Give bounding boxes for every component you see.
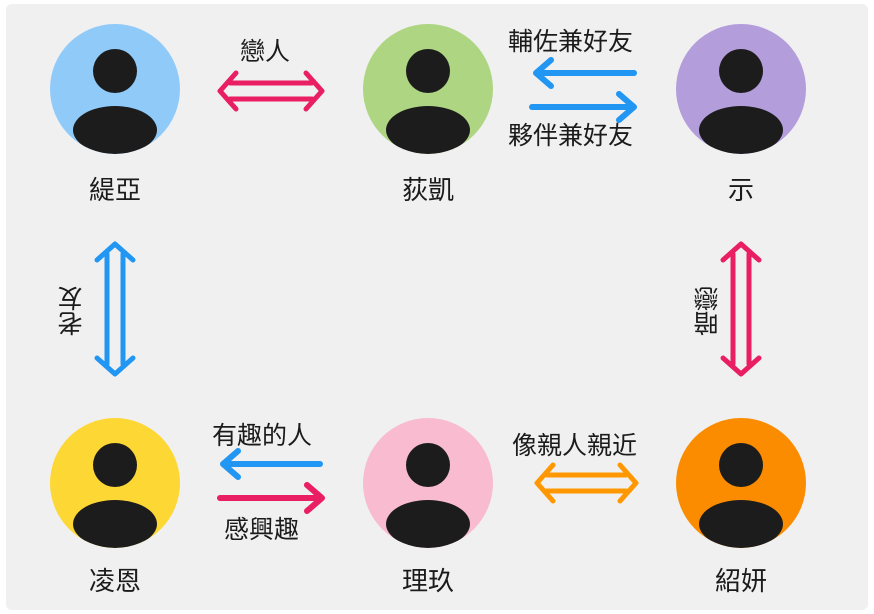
avatar-p5 — [363, 418, 493, 548]
label-partner-friend: 夥伴兼好友 — [508, 121, 634, 150]
arrow-old-friend-double — [94, 241, 136, 377]
arrow-crush-double — [720, 241, 762, 377]
arrow-lovers-double — [217, 70, 325, 112]
avatar-p6 — [676, 418, 806, 548]
relationship-diagram: 緹亞 荻凱 示 凌恩 理玖 紹妍 戀人 輔佐兼好友 夥伴兼好友 老友 暗戀 有趣… — [6, 4, 868, 610]
name-p1: 緹亞 — [88, 176, 141, 206]
name-p4: 凌恩 — [88, 567, 141, 597]
label-interested: 感興趣 — [224, 515, 300, 544]
avatar-p1 — [50, 24, 180, 154]
arrow-interesting-left — [220, 448, 323, 480]
arrow-interested-right — [217, 482, 325, 514]
label-assist-friend: 輔佐兼好友 — [508, 27, 634, 56]
avatar-p2 — [363, 24, 493, 154]
name-p6: 紹妍 — [714, 567, 767, 597]
arrow-partner-right — [529, 91, 637, 123]
label-interesting-person: 有趣的人 — [212, 421, 313, 450]
label-lovers: 戀人 — [240, 37, 291, 66]
arrow-family-like-double — [534, 462, 639, 504]
label-crush: 暗戀 — [693, 286, 722, 336]
arrow-assist-left — [533, 57, 637, 89]
name-p2: 荻凱 — [401, 176, 454, 206]
avatar-p3 — [676, 24, 806, 154]
name-p5: 理玖 — [401, 567, 454, 597]
label-family-like: 像親人親近 — [512, 431, 638, 460]
label-old-friend: 老友 — [57, 286, 86, 336]
avatar-p4 — [50, 418, 180, 548]
name-p3: 示 — [727, 176, 754, 206]
